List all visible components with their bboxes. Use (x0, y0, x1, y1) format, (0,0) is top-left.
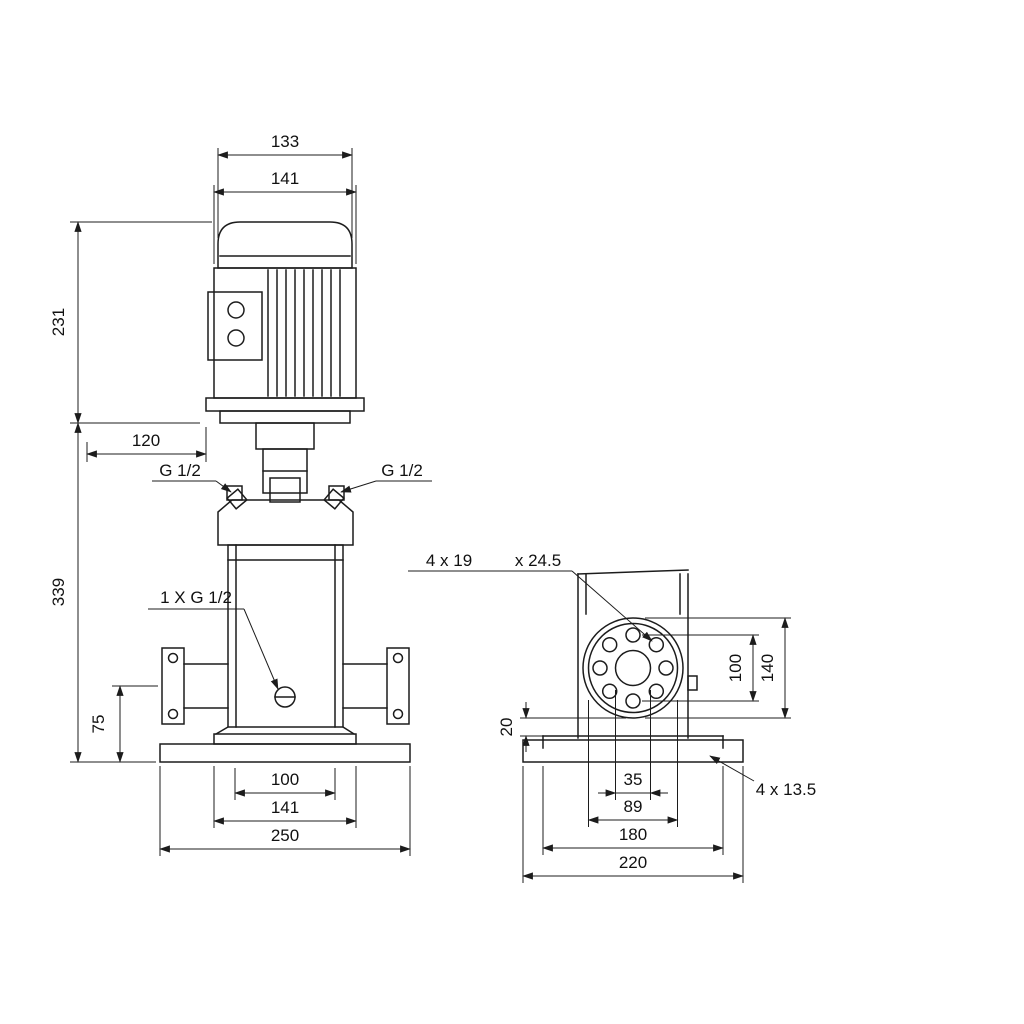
pump-column (577, 569, 698, 739)
cable-entry-hole (227, 301, 245, 319)
dim-port-bore: 35 (624, 770, 643, 789)
dim-motor-top-width: 133 (271, 132, 299, 151)
cable-entry-hole (227, 329, 245, 347)
chamber-stack (227, 544, 344, 728)
label-drain-plug: 1 X G 1/2 (160, 588, 232, 607)
dim-flange-od: 140 (758, 654, 777, 682)
label-plug-right: G 1/2 (381, 461, 423, 480)
flange-bolt-hole (167, 652, 179, 664)
flange-bolt-hole (392, 708, 404, 720)
side-plug (687, 675, 698, 691)
pump-head (217, 477, 354, 546)
front-view: 133 141 231 339 120 75 (49, 132, 432, 856)
pump-base (159, 725, 411, 763)
stud-nut (328, 485, 345, 501)
dim-motor-height: 231 (49, 308, 68, 336)
flange-bolt-hole (392, 652, 404, 664)
drain-plug (274, 686, 296, 708)
dim-raised-face: 89 (624, 797, 643, 816)
priming-plug-boss (269, 477, 301, 503)
dim-base-hole-spacing: 180 (619, 825, 647, 844)
dim-port-height: 75 (89, 715, 108, 734)
label-base-holes: 4 x 13.5 (756, 780, 817, 799)
label-flange-holes: 4 x 19 (426, 551, 472, 570)
dim-base-thickness: 20 (497, 718, 516, 737)
flange-bolt-holes (592, 627, 674, 709)
label-plug-left: G 1/2 (159, 461, 201, 480)
dim-motor-width: 141 (271, 169, 299, 188)
gauge-plug-left (226, 488, 248, 510)
front-dimensions: 133 141 231 339 120 75 (49, 132, 432, 856)
discharge-flange (342, 647, 410, 725)
motor (205, 221, 365, 424)
flange-bolt-hole (167, 708, 179, 720)
label-flange-spotface: x 24.5 (515, 551, 561, 570)
gauge-plug-right (323, 488, 345, 510)
dim-bolt-circle: 100 (726, 654, 745, 682)
dim-offset-120: 120 (132, 431, 160, 450)
dim-base-width-front: 250 (271, 826, 299, 845)
side-base (522, 735, 744, 763)
flange-face (582, 617, 684, 719)
side-dimensions: 4 x 19 x 24.5 20 100 140 (408, 551, 816, 883)
dim-foot-width: 141 (271, 798, 299, 817)
coupling (255, 422, 315, 494)
suction-flange (161, 647, 229, 725)
dim-pump-height: 339 (49, 578, 68, 606)
terminal-box (207, 291, 263, 361)
port-bore (614, 649, 652, 687)
dim-base-holes-spacing: 100 (271, 770, 299, 789)
stud-nut (226, 485, 243, 501)
dim-base-width-side: 220 (619, 853, 647, 872)
motor-flange (205, 397, 365, 424)
side-view: 4 x 19 x 24.5 20 100 140 (408, 551, 816, 883)
